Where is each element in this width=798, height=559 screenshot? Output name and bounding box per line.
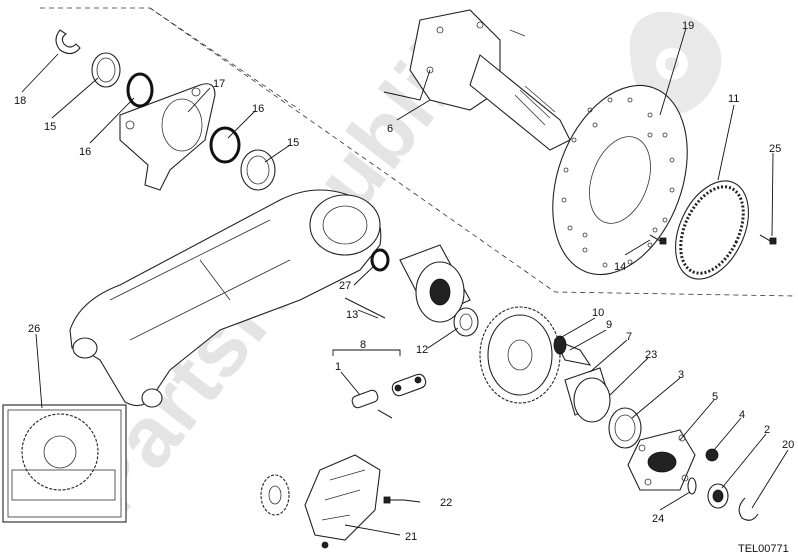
label-4: 4: [739, 409, 745, 421]
o-ring-2: [209, 126, 241, 164]
hub-nut: [705, 448, 719, 462]
o-ring: [126, 72, 154, 108]
lock-washer: [687, 477, 697, 495]
spacer-ring: [91, 52, 121, 88]
front-sprocket: [260, 474, 290, 516]
label-5: 5: [712, 391, 718, 403]
label-16-right: 16: [252, 103, 264, 115]
leader-lines: [21, 27, 789, 536]
circlip: [55, 29, 81, 55]
rear-sprocket: [479, 306, 561, 404]
cover-screw: [383, 496, 404, 504]
hub-bearing-assembly: [344, 244, 471, 323]
label-18: 18: [14, 95, 26, 107]
label-25: 25: [769, 143, 781, 155]
inset-sprocket-detail: [2, 404, 127, 523]
caliper-bracket: [119, 83, 216, 191]
sprocket-flange: [627, 429, 696, 491]
label-22: 22: [440, 497, 452, 509]
spacer-ring-2: [240, 149, 276, 191]
label-17: 17: [213, 78, 225, 90]
sprocket-carrier-shaft: [553, 335, 592, 366]
label-2: 2: [764, 424, 770, 436]
sprocket-cover: [304, 454, 381, 549]
abs-tone-ring: [675, 180, 749, 280]
master-link: [351, 389, 393, 419]
swingarm: [69, 189, 382, 408]
brake-disc: [552, 84, 688, 276]
rear-hub-shaft: [409, 9, 571, 151]
chain-link: [391, 373, 427, 397]
label-12: 12: [416, 344, 428, 356]
label-24: 24: [652, 513, 664, 525]
label-14: 14: [614, 261, 626, 273]
label-20: 20: [782, 439, 794, 451]
label-6: 6: [387, 123, 393, 135]
label-8: 8: [360, 339, 366, 351]
label-15-right: 15: [287, 137, 299, 149]
disc-screw: [649, 234, 667, 245]
label-11: 11: [728, 93, 739, 105]
bearing-bushing: [564, 367, 611, 423]
label-10: 10: [592, 307, 604, 319]
retaining-clip: [738, 497, 759, 521]
label-9: 9: [606, 319, 612, 331]
label-7: 7: [626, 331, 632, 343]
label-13: 13: [346, 309, 358, 321]
reference-frame: [40, 7, 796, 297]
axle-nut: [707, 483, 729, 509]
label-23: 23: [645, 349, 657, 361]
label-16-left: 16: [79, 146, 91, 158]
label-21: 21: [405, 531, 417, 543]
ring-screw: [759, 234, 777, 245]
label-3: 3: [678, 369, 684, 381]
carrier-seal: [608, 407, 642, 449]
label-19: 19: [682, 20, 694, 32]
hub-spacer: [453, 307, 479, 337]
label-27: 27: [339, 280, 351, 292]
part-number-labels: 18 15 16 17 16 15 6 19 11 25 14 27 13 12…: [14, 20, 794, 543]
label-26: 26: [28, 323, 40, 335]
reference-code: TEL00771: [738, 543, 789, 555]
label-1: 1: [335, 361, 341, 373]
label-15-left: 15: [44, 121, 56, 133]
